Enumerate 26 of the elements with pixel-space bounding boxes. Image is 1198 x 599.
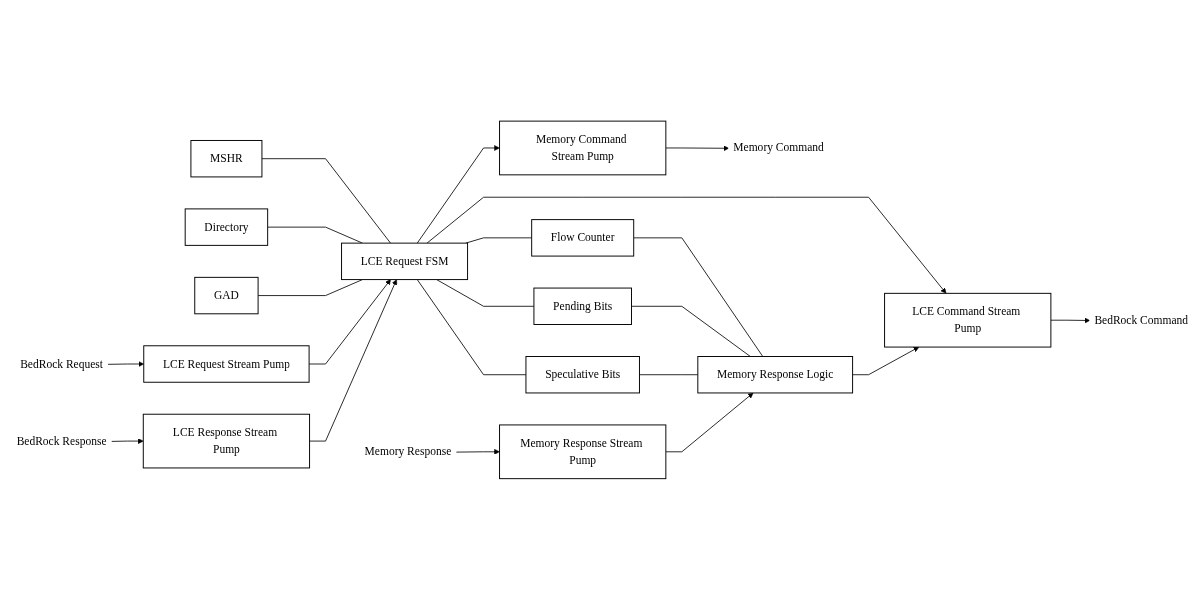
connector bbox=[631, 305, 751, 357]
node-box: Memory Response Logic bbox=[697, 355, 854, 394]
connector bbox=[436, 278, 535, 307]
node-text: Memory Command bbox=[733, 140, 824, 154]
node-text: BedRock Command bbox=[1094, 313, 1189, 326]
node-text: BedRock Response bbox=[16, 433, 107, 447]
node-box: LCE Request Stream Pump bbox=[143, 344, 310, 383]
node-box: MSHR bbox=[190, 139, 263, 177]
connector bbox=[416, 278, 527, 375]
node-box: Flow Counter bbox=[531, 218, 635, 257]
node-box: LCE Response Stream Pump bbox=[142, 413, 311, 469]
node-text: Memory Response bbox=[364, 444, 452, 458]
node-box: GAD bbox=[194, 276, 259, 314]
node-box: Memory Command Stream Pump bbox=[499, 120, 667, 175]
connector bbox=[639, 373, 699, 375]
node-box: LCE Request FSM bbox=[341, 242, 469, 280]
node-box: LCE Command Stream Pump bbox=[884, 292, 1052, 348]
node-box: Memory Response Stream Pump bbox=[499, 424, 667, 479]
connector bbox=[257, 278, 363, 296]
node-text: BedRock Request bbox=[20, 356, 103, 370]
connector bbox=[465, 237, 533, 244]
node-box: Pending Bits bbox=[533, 287, 632, 325]
node-box: Directory bbox=[184, 208, 269, 246]
connector bbox=[633, 237, 764, 357]
node-box: Speculative Bits bbox=[525, 355, 640, 394]
connector bbox=[261, 157, 391, 244]
